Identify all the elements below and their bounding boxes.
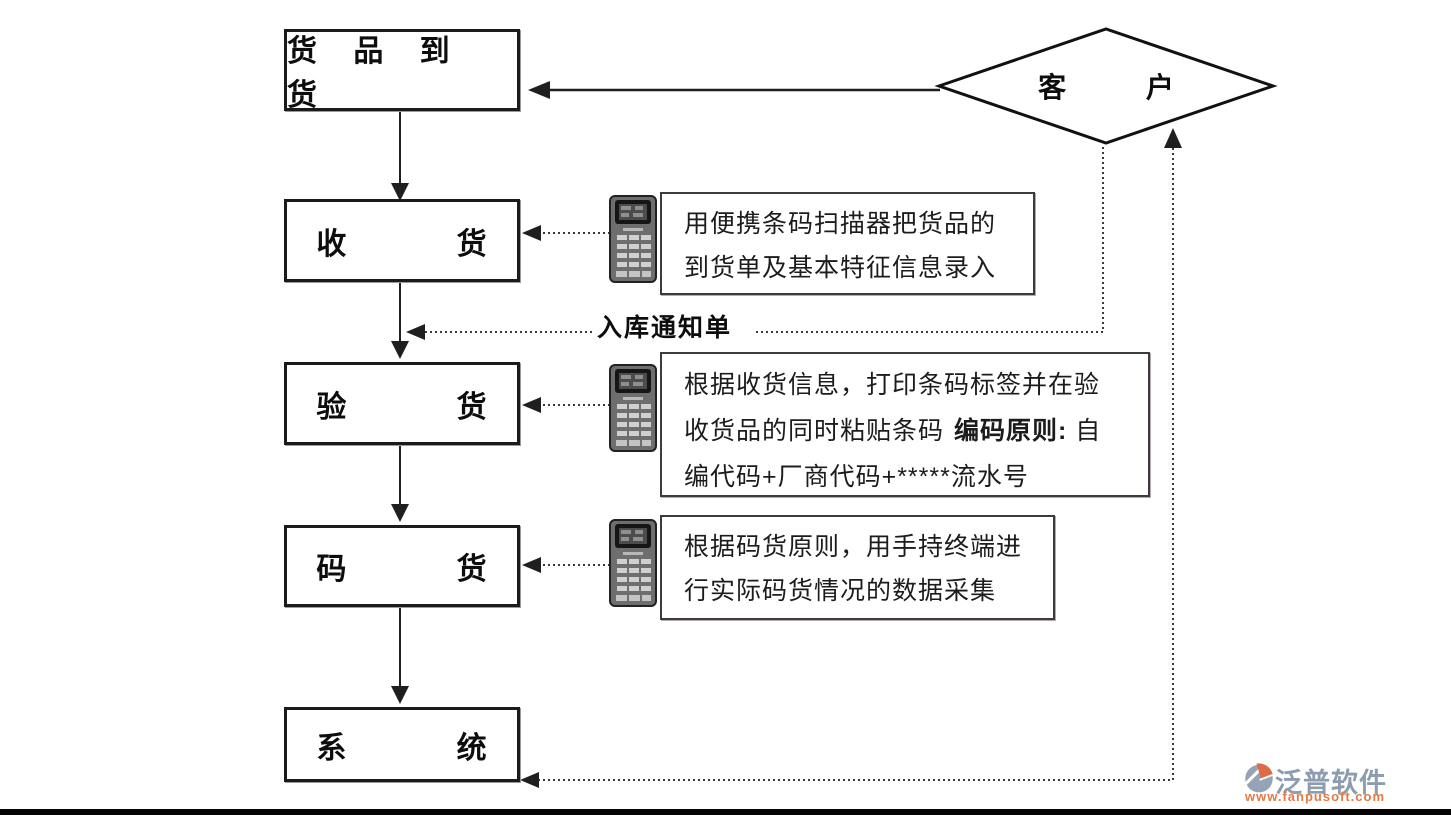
- handheld-scanner-icon: [609, 364, 657, 452]
- dotted-arrow-scanner-to-receiving: [522, 225, 610, 241]
- annotation-inspection-line-2: 收货品的同时粘贴条码编码原则: 自: [684, 408, 1138, 454]
- arrow-goods-arrival-to-receiving: [391, 112, 409, 201]
- handheld-scanner-icon: [609, 195, 657, 283]
- annotation-inspection-line-2-post: 自: [1067, 417, 1102, 445]
- handheld-scanner-icon: [609, 519, 657, 607]
- annotation-receiving-line-2: 到货单及基本特征信息录入: [684, 254, 997, 282]
- annotation-stacking-line-2: 行实际码货情况的数据采集: [684, 577, 997, 605]
- dotted-arrow-system-to-customer: [520, 128, 1182, 788]
- flow-box-stacking-label: 码 货: [316, 553, 488, 586]
- annotation-inspection-line-3: 编代码+厂商代码+*****流水号: [684, 463, 1029, 491]
- dotted-arrow-scanner-to-stacking: [522, 557, 610, 573]
- annotation-inspection: 根据收货信息，打印条码标签并在验 收货品的同时粘贴条码编码原则: 自 编代码+厂…: [660, 352, 1150, 497]
- annotation-inspection-line-2-pre: 收货品的同时粘贴条码: [684, 417, 945, 445]
- warehouse-notice-label: 入库通知单: [597, 314, 733, 342]
- arrow-inspection-to-stacking: [391, 446, 409, 522]
- flow-box-inspection-label: 验 货: [316, 390, 488, 424]
- customer-diamond: [934, 27, 1278, 145]
- flow-box-goods-arrival-label: 货 品 到 货: [287, 35, 452, 112]
- arrow-stacking-to-system: [391, 608, 409, 704]
- annotation-stacking: 根据码货原则，用手持终端进 行实际码货情况的数据采集: [660, 515, 1055, 620]
- fanpu-brand-text: 泛普软件: [1275, 768, 1387, 798]
- flow-box-stacking: 码 货: [284, 525, 520, 607]
- annotation-receiving-line-1: 用便携条码扫描器把货品的: [684, 210, 997, 238]
- arrow-customer-to-goods-arrival: [528, 81, 940, 99]
- dotted-arrow-scanner-to-inspection: [522, 397, 610, 413]
- flow-box-receiving-label: 收 货: [316, 227, 488, 261]
- dotted-line-warehouse-notice: [406, 147, 1104, 340]
- customer-diamond-label: 客 户: [1038, 72, 1174, 103]
- flow-box-inspection: 验 货: [284, 362, 520, 445]
- arrow-receiving-to-inspection: [391, 283, 409, 359]
- flow-box-goods-arrival: 货 品 到 货: [284, 29, 520, 112]
- flow-box-system-label: 系 统: [316, 731, 488, 765]
- annotation-inspection-line-1: 根据收货信息，打印条码标签并在验: [684, 371, 1101, 399]
- flow-box-system: 系 统: [284, 707, 520, 782]
- flow-box-receiving: 收 货: [284, 199, 520, 282]
- fanpu-logo-icon: [1244, 763, 1274, 793]
- fanpu-watermark: 泛普软件 www.fanpusoft.com: [1243, 761, 1443, 807]
- annotation-stacking-line-1: 根据码货原则，用手持终端进: [684, 533, 1023, 561]
- coding-principle-label: 编码原则:: [954, 417, 1068, 445]
- fanpu-url-text: www.fanpusoft.com: [1245, 789, 1386, 804]
- bottom-divider-bar: [0, 809, 1451, 815]
- annotation-receiving: 用便携条码扫描器把货品的 到货单及基本特征信息录入: [660, 192, 1035, 295]
